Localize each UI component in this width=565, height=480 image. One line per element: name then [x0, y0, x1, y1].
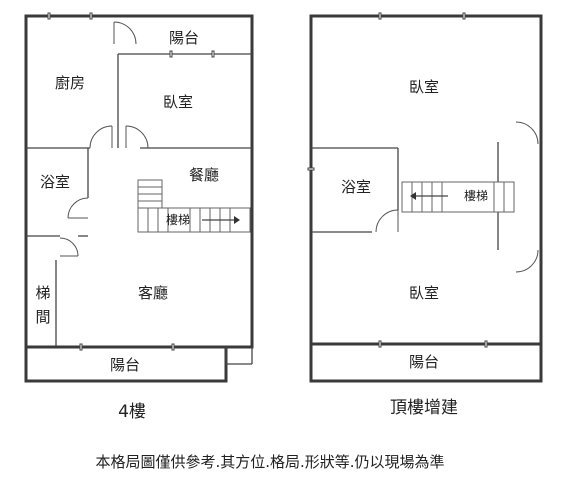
- rooftop-window-5: [307, 167, 315, 171]
- rooftop-window-4: [484, 340, 488, 348]
- window-top-left: [47, 12, 51, 20]
- window-bottom-2: [171, 343, 175, 351]
- window-bottom-1: [79, 343, 83, 351]
- rooftop-door-right-top: [515, 121, 539, 145]
- floor-4-plan: 陽台 廚房 臥室 浴室 餐廳 樓梯 客廳 梯 間 陽台: [24, 12, 254, 383]
- rooftop-staircase: [401, 181, 515, 213]
- door-bedroom: [125, 125, 149, 149]
- rooftop-label-balcony: 陽台: [409, 353, 439, 371]
- rooftop-door-bathroom: [375, 209, 399, 233]
- rooftop-label-bathroom: 浴室: [341, 178, 371, 196]
- door-bathroom: [67, 197, 89, 219]
- window-balcony-1: [169, 50, 173, 58]
- rooftop-window-1: [378, 12, 382, 20]
- label-bathroom: 浴室: [40, 173, 70, 191]
- rooftop-stair-arrow-head: [410, 192, 416, 200]
- label-stairs: 樓梯: [166, 212, 190, 227]
- label-balcony-top: 陽台: [169, 29, 199, 47]
- rooftop-label-bedroom-bottom: 臥室: [409, 284, 439, 302]
- floor-4-staircase: [137, 179, 251, 233]
- rooftop-title: 頂樓增建: [390, 398, 458, 418]
- label-bedroom: 臥室: [163, 93, 193, 111]
- label-living: 客廳: [138, 284, 168, 302]
- stair-arrow-head: [234, 216, 240, 224]
- rooftop-window-3: [378, 340, 382, 348]
- rooftop-door-right-bottom: [515, 249, 539, 273]
- window-top-mid: [89, 12, 93, 20]
- door-kitchen: [89, 125, 113, 149]
- disclaimer-note: 本格局圖僅供參考.其方位.格局.形狀等.仍以現場為準: [95, 453, 444, 471]
- floor-4-title: 4樓: [118, 402, 146, 422]
- label-dining: 餐廳: [189, 166, 219, 184]
- window-balcony-2: [211, 50, 215, 58]
- door-stairwell: [59, 237, 79, 257]
- door-kitchen-balcony: [113, 21, 137, 45]
- label-stairwell-2: 間: [35, 308, 50, 326]
- label-kitchen: 廚房: [55, 74, 85, 92]
- label-balcony-bottom: 陽台: [110, 356, 140, 374]
- rooftop-window-2: [462, 12, 466, 20]
- label-stairwell-1: 梯: [35, 284, 50, 302]
- rooftop-label-stairs: 樓梯: [464, 188, 488, 203]
- rooftop-plan: 臥室 浴室 樓梯 臥室 陽台: [307, 12, 543, 383]
- rooftop-label-bedroom-top: 臥室: [409, 78, 439, 96]
